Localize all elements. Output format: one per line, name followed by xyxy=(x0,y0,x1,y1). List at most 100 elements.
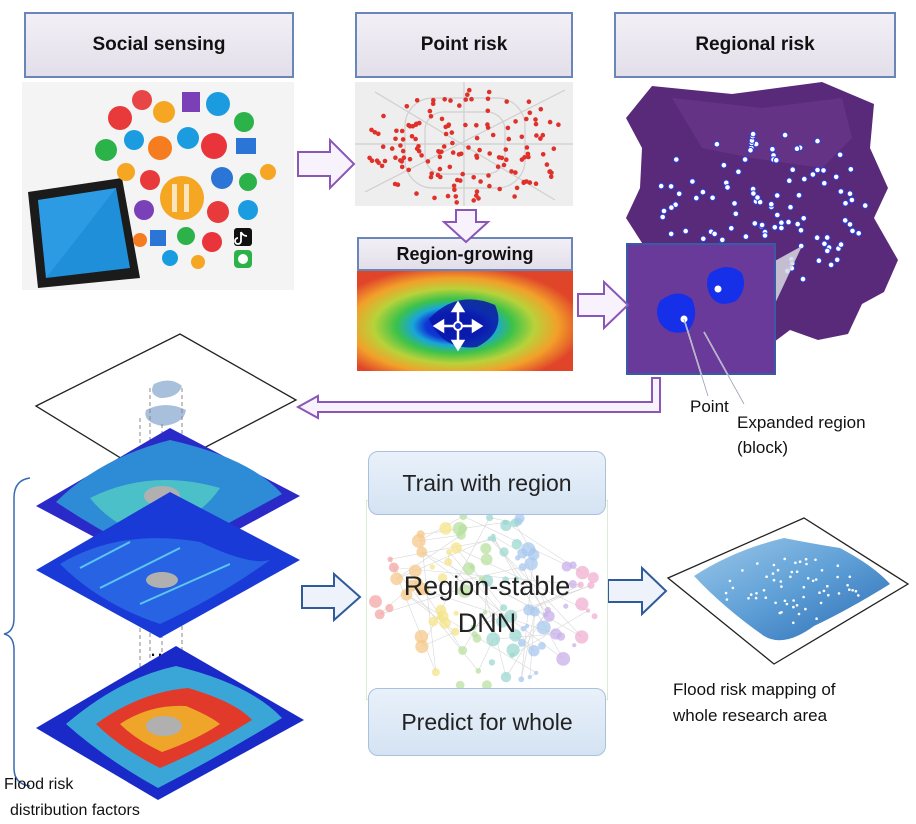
network-edge xyxy=(521,611,536,680)
factors-label-line2: distribution factors xyxy=(10,802,140,819)
network-edge xyxy=(528,584,581,611)
scatter-dot xyxy=(504,99,509,104)
header-point-risk-label: Point risk xyxy=(420,34,508,55)
scatter-dot xyxy=(781,131,789,139)
scatter-dot xyxy=(765,575,768,578)
scatter-dot xyxy=(783,557,786,561)
scatter-dot xyxy=(501,162,507,168)
scatter-dot xyxy=(513,170,518,175)
network-node xyxy=(575,565,590,580)
scatter-dot xyxy=(471,198,476,203)
network-node xyxy=(453,610,459,616)
network-node xyxy=(416,582,429,596)
scatter-dot xyxy=(724,184,731,191)
scatter-dot xyxy=(521,179,527,185)
arrow-inset-to-layer xyxy=(295,377,661,420)
network-node xyxy=(388,562,399,573)
scatter-dot xyxy=(802,585,806,589)
scatter-dot xyxy=(505,125,511,131)
scatter-dot xyxy=(773,192,781,199)
scatter-dot xyxy=(487,151,492,156)
network-node xyxy=(524,623,530,629)
network-node xyxy=(451,627,460,636)
scatter-dot xyxy=(719,236,726,244)
arrow-region-growing-to-inset xyxy=(577,279,630,331)
scatter-dot xyxy=(673,156,680,163)
scatter-dot xyxy=(790,570,794,574)
scatter-dot xyxy=(667,230,675,238)
scatter-dot xyxy=(660,207,668,215)
scatter-dot xyxy=(442,97,447,102)
scatter-dot xyxy=(512,194,517,199)
network-node xyxy=(563,603,569,609)
network-node xyxy=(369,595,382,608)
dnn-model-label-line1: Region-stable xyxy=(403,571,571,601)
scatter-dot xyxy=(700,235,707,243)
scatter-dot xyxy=(514,185,520,191)
scatter-dot xyxy=(519,134,525,140)
scatter-dot xyxy=(693,194,700,202)
network-edge xyxy=(522,566,546,615)
network-edge xyxy=(418,534,462,542)
scatter-dot xyxy=(437,149,442,155)
scatter-dot xyxy=(769,145,776,153)
network-edge xyxy=(462,612,486,651)
scatter-dot xyxy=(525,151,531,157)
point-risk-dots xyxy=(367,87,561,205)
scatter-dot xyxy=(821,179,828,187)
scatter-dot xyxy=(419,153,424,158)
network-node xyxy=(591,613,598,620)
scatter-dot xyxy=(455,177,460,183)
network-node xyxy=(509,629,522,642)
scatter-dot xyxy=(413,136,418,142)
scatter-dot xyxy=(485,96,491,102)
scatter-dot xyxy=(854,589,858,593)
network-node xyxy=(575,597,589,611)
arrow-dnn-to-output xyxy=(607,565,668,617)
arrow-layers-to-dnn xyxy=(301,571,362,623)
scatter-dot xyxy=(682,227,689,235)
scatter-dot xyxy=(836,575,839,579)
scatter-dot xyxy=(524,145,530,150)
network-node xyxy=(556,652,571,666)
scatter-dot xyxy=(453,194,459,199)
scatter-dot xyxy=(795,604,799,607)
network-node xyxy=(480,553,493,566)
scatter-dot xyxy=(751,220,759,227)
scatter-dot xyxy=(393,155,398,160)
scatter-dot xyxy=(454,200,459,205)
scatter-dot xyxy=(780,585,783,588)
region-growing-title-label: Region-growing xyxy=(396,243,534,264)
scatter-dot xyxy=(848,588,851,591)
network-node xyxy=(429,564,436,570)
scatter-dot xyxy=(437,166,443,172)
scatter-dot xyxy=(474,153,479,159)
scatter-dot xyxy=(814,166,821,174)
dnn-brain-graphic xyxy=(366,500,608,700)
point-risk-map xyxy=(355,82,573,206)
region-growing-title: Region-growing xyxy=(357,237,573,271)
annotation-point: Point xyxy=(690,397,729,416)
scatter-dot xyxy=(848,575,852,579)
scatter-dot xyxy=(762,589,766,592)
scatter-dot xyxy=(428,114,434,119)
scatter-dot xyxy=(524,116,529,122)
scatter-dot xyxy=(466,145,471,150)
network-node xyxy=(536,620,551,635)
scatter-dot xyxy=(675,190,683,198)
scatter-dot xyxy=(819,601,823,605)
network-node xyxy=(568,580,577,589)
network-edge xyxy=(493,633,556,640)
network-edge xyxy=(473,607,504,628)
scatter-dot xyxy=(534,133,539,138)
scatter-dot xyxy=(400,148,406,154)
scatter-dot xyxy=(783,599,787,603)
network-node xyxy=(457,584,472,598)
network-node xyxy=(416,546,428,558)
network-node xyxy=(587,581,595,589)
scatter-dot xyxy=(457,103,462,108)
network-node xyxy=(569,561,577,569)
scatter-dot xyxy=(467,87,472,93)
scatter-dot xyxy=(486,89,492,95)
scatter-dot xyxy=(758,221,766,229)
